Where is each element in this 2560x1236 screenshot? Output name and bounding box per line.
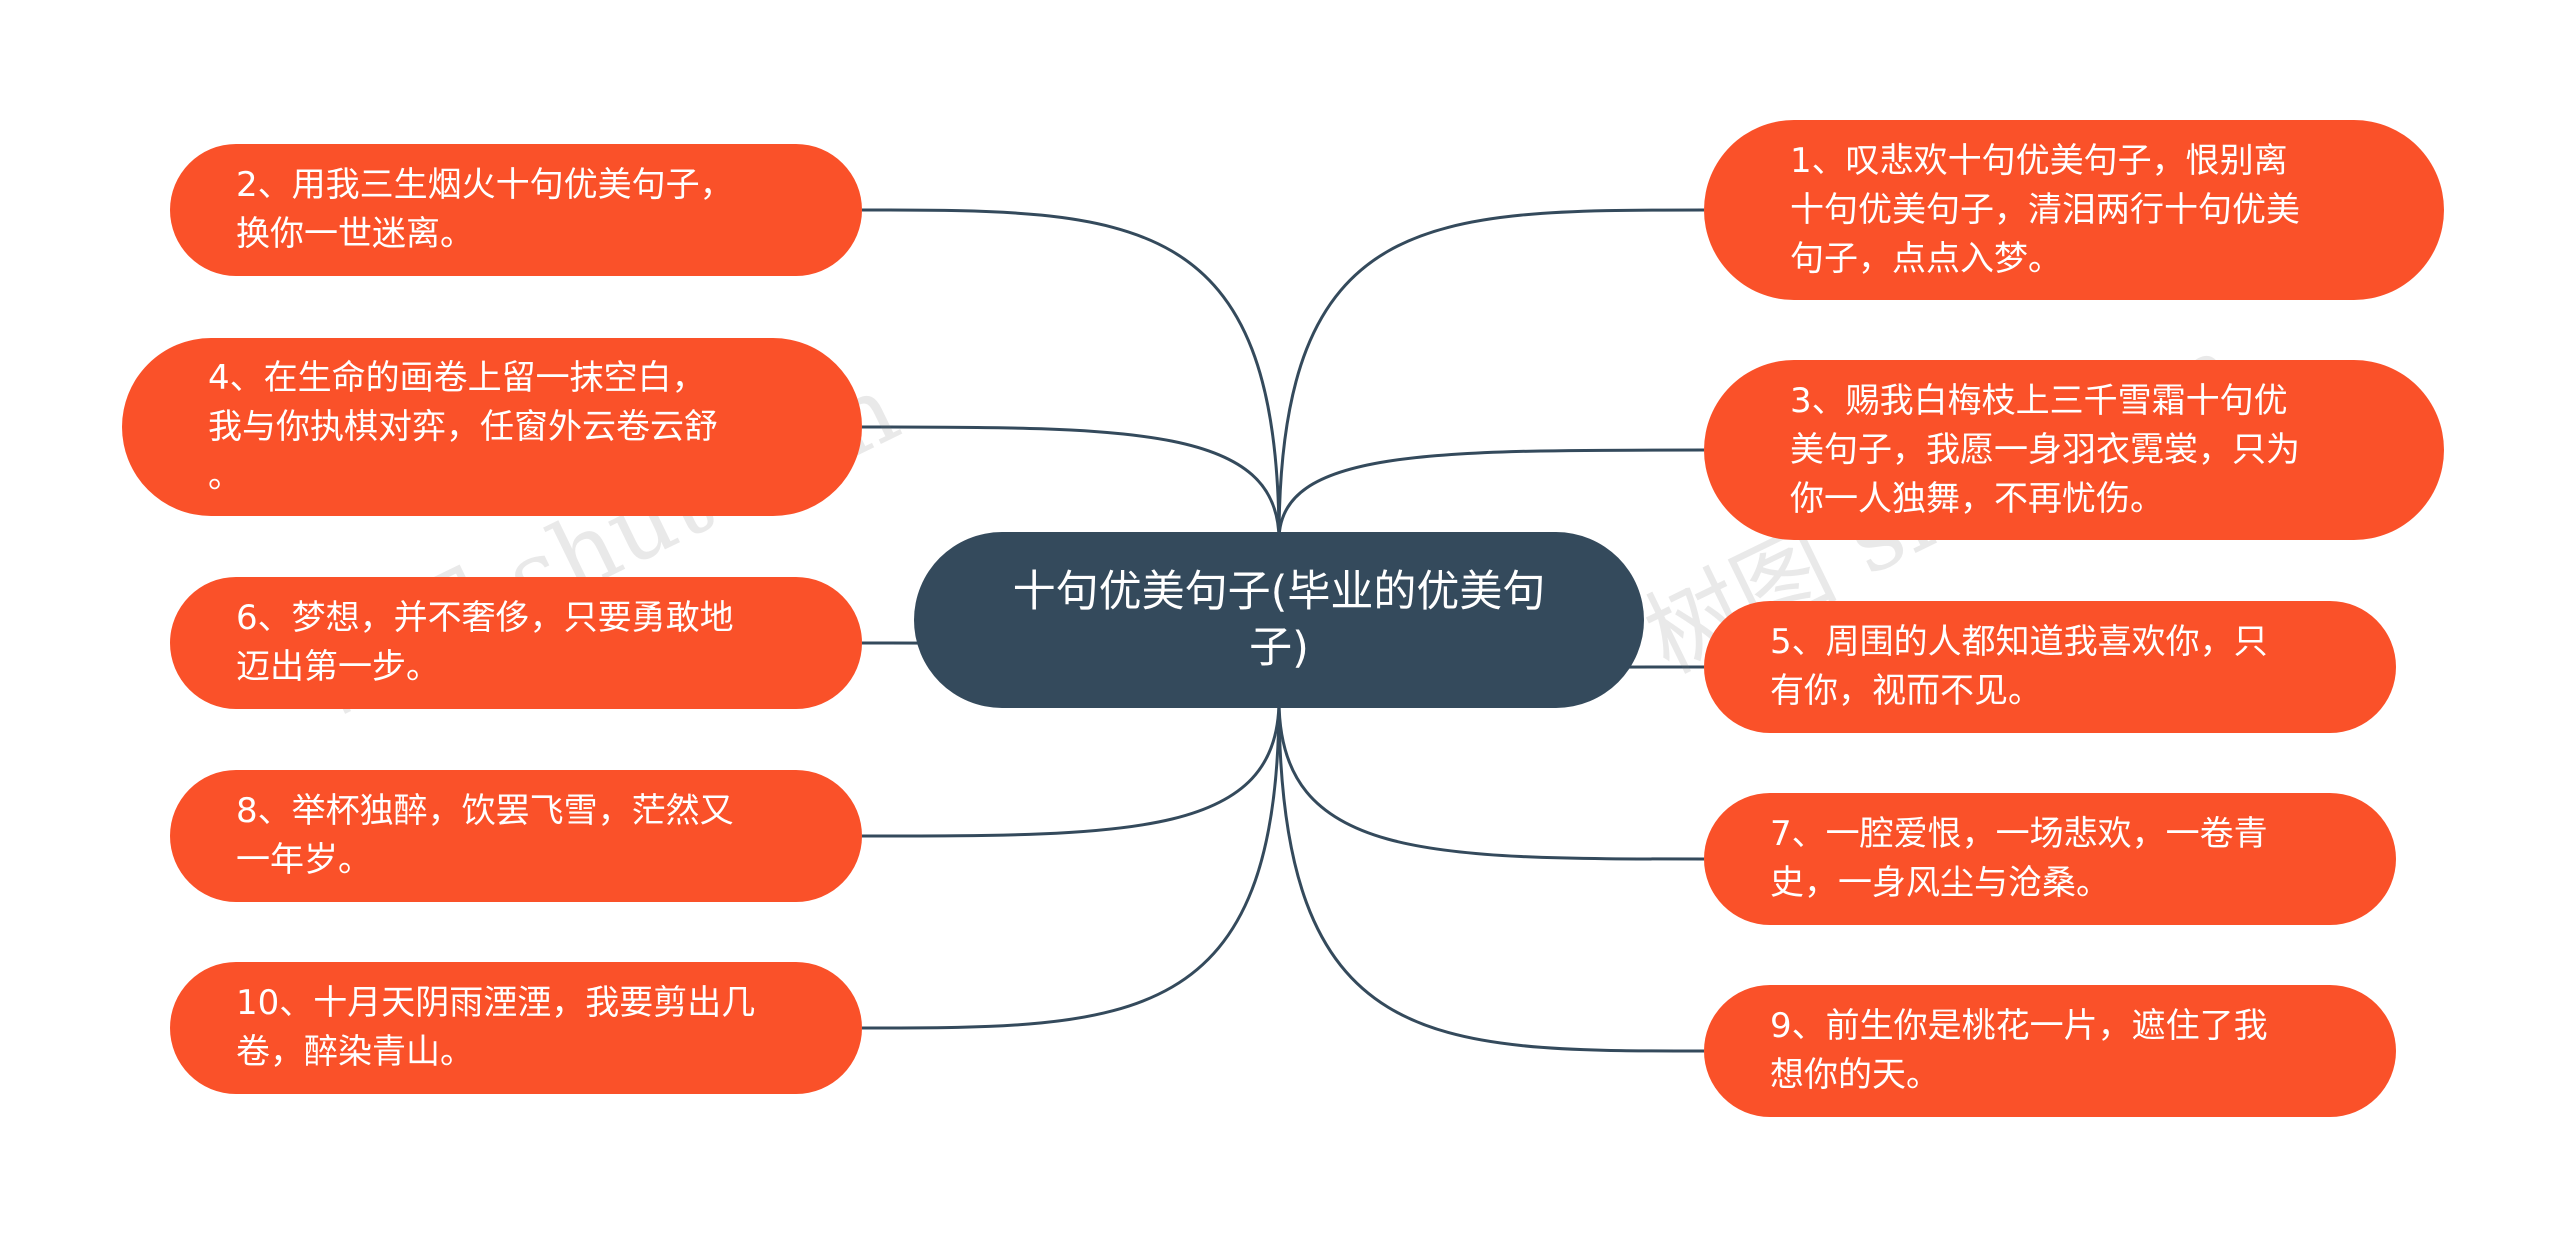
topic-node-7[interactable]: 7、一腔爱恨，一场悲欢，一卷青 史，一身风尘与沧桑。 — [1704, 793, 2396, 925]
connector-left-1 — [861, 208, 1281, 541]
central-topic-label: 十句优美句子(毕业的优美句子) — [1012, 567, 1546, 673]
topic-node-3[interactable]: 3、赐我白梅枝上三千雪霜十句优 美句子，我愿一身羽衣霓裳，只为 你一人独舞，不再… — [1704, 360, 2444, 540]
connector-left-4 — [861, 699, 1281, 838]
topic-node-6[interactable]: 6、梦想，并不奢侈，只要勇敢地 迈出第一步。 — [170, 577, 862, 709]
connector-left-5 — [861, 699, 1281, 1030]
central-topic[interactable]: 十句优美句子(毕业的优美句子) — [914, 532, 1644, 708]
topic-node-label: 8、举杯独醉，饮罢飞雪，茫然又 一年岁。 — [236, 791, 734, 880]
topic-node-8[interactable]: 8、举杯独醉，饮罢飞雪，茫然又 一年岁。 — [170, 770, 862, 902]
connector-right-4 — [1277, 699, 1705, 861]
topic-node-label: 10、十月天阴雨湮湮，我要剪出几 卷，醉染青山。 — [236, 983, 756, 1072]
topic-node-label: 4、在生命的画卷上留一抹空白， 我与你执棋对弈，任窗外云卷云舒 。 — [208, 357, 718, 496]
topic-node-label: 7、一腔爱恨，一场悲欢，一卷青 史，一身风尘与沧桑。 — [1770, 814, 2268, 903]
topic-node-2[interactable]: 2、用我三生烟火十句优美句子， 换你一世迷离。 — [170, 144, 862, 276]
topic-node-10[interactable]: 10、十月天阴雨湮湮，我要剪出几 卷，醉染青山。 — [170, 962, 862, 1094]
topic-node-5[interactable]: 5、周围的人都知道我喜欢你，只 有你，视而不见。 — [1704, 601, 2396, 733]
connector-left-2 — [861, 425, 1281, 541]
topic-node-label: 3、赐我白梅枝上三千雪霜十句优 美句子，我愿一身羽衣霓裳，只为 你一人独舞，不再… — [1790, 380, 2300, 519]
topic-node-label: 2、用我三生烟火十句优美句子， 换你一世迷离。 — [236, 165, 734, 254]
topic-node-4[interactable]: 4、在生命的画卷上留一抹空白， 我与你执棋对弈，任窗外云卷云舒 。 — [122, 338, 862, 516]
topic-node-label: 1、叹悲欢十句优美句子，恨别离 十句优美句子，清泪两行十句优美 句子，点点入梦。 — [1790, 140, 2300, 279]
connector-right-2 — [1277, 448, 1705, 541]
topic-node-9[interactable]: 9、前生你是桃花一片，遮住了我 想你的天。 — [1704, 985, 2396, 1117]
topic-node-1[interactable]: 1、叹悲欢十句优美句子，恨别离 十句优美句子，清泪两行十句优美 句子，点点入梦。 — [1704, 120, 2444, 300]
connector-right-5 — [1277, 699, 1705, 1053]
topic-node-label: 5、周围的人都知道我喜欢你，只 有你，视而不见。 — [1770, 622, 2268, 711]
topic-node-label: 9、前生你是桃花一片，遮住了我 想你的天。 — [1770, 1006, 2268, 1095]
connector-right-1 — [1277, 208, 1705, 541]
topic-node-label: 6、梦想，并不奢侈，只要勇敢地 迈出第一步。 — [236, 598, 734, 687]
